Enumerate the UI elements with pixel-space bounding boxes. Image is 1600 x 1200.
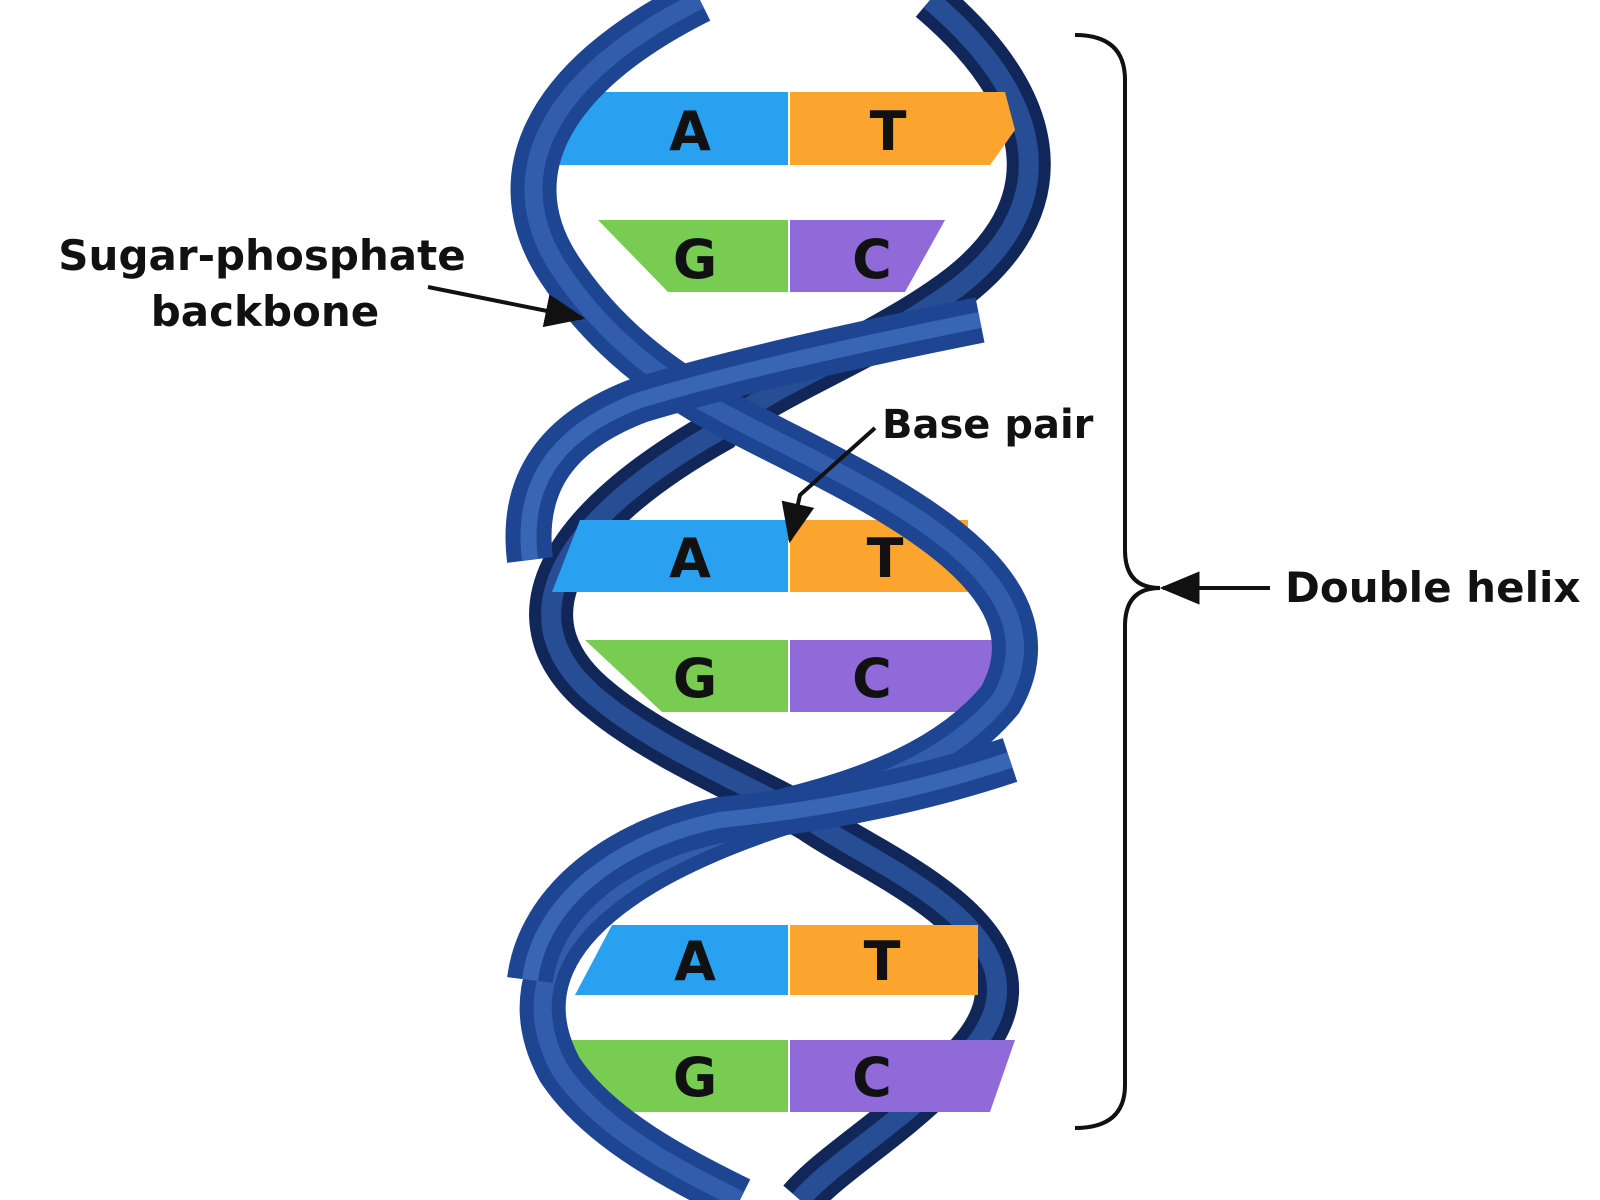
backbone-strand-front <box>510 0 1038 1200</box>
base-letter-right: C <box>852 1046 892 1109</box>
backbone-crossover-highlight <box>522 752 1013 982</box>
base-pair-label: Base pair <box>882 402 1094 448</box>
base-pair-arrow <box>781 426 877 544</box>
base-pair-rungs: A T G C A T G C A T <box>552 92 1015 1112</box>
base-letter-left: G <box>673 228 717 291</box>
base-pair-rung: G C <box>585 640 1015 712</box>
base-c <box>790 220 945 292</box>
base-a <box>552 92 788 165</box>
base-t <box>790 925 978 995</box>
base-c <box>790 1040 1015 1112</box>
base-a <box>552 520 788 592</box>
base-letter-right: T <box>867 527 904 590</box>
base-letter-left: A <box>674 930 716 993</box>
backbone-strand-back <box>529 0 1051 1200</box>
backbone-label-line1: Sugar-phosphate <box>58 231 465 280</box>
backbone-strand-front-highlight <box>524 0 1024 1200</box>
base-pair-rung: G C <box>560 1040 1015 1112</box>
base-letter-right: C <box>852 647 892 710</box>
base-t <box>790 92 1015 165</box>
base-g <box>560 1040 788 1112</box>
base-pair-rung: A T <box>552 92 1015 165</box>
base-a <box>575 925 788 995</box>
base-letter-right: C <box>852 228 892 291</box>
double-helix-label: Double helix <box>1285 563 1580 612</box>
base-letter-left: G <box>673 1046 717 1109</box>
base-pair-rung: A T <box>575 925 978 995</box>
base-g <box>598 220 788 292</box>
base-letter-left: G <box>673 647 717 710</box>
base-letter-right: T <box>864 930 901 993</box>
backbone-strand-back-highlight <box>541 0 1039 1200</box>
base-letter-left: A <box>669 527 711 590</box>
backbone-arrow <box>427 285 586 328</box>
base-g <box>585 640 788 712</box>
base-pair-rung: G C <box>598 220 945 292</box>
backbone-label-line2: backbone <box>151 287 380 336</box>
base-letter-left: A <box>669 100 711 163</box>
base-c <box>790 640 1015 712</box>
base-letter-right: T <box>870 100 907 163</box>
double-helix-bracket <box>1074 33 1161 1130</box>
backbone-crossover-highlight <box>520 312 982 561</box>
